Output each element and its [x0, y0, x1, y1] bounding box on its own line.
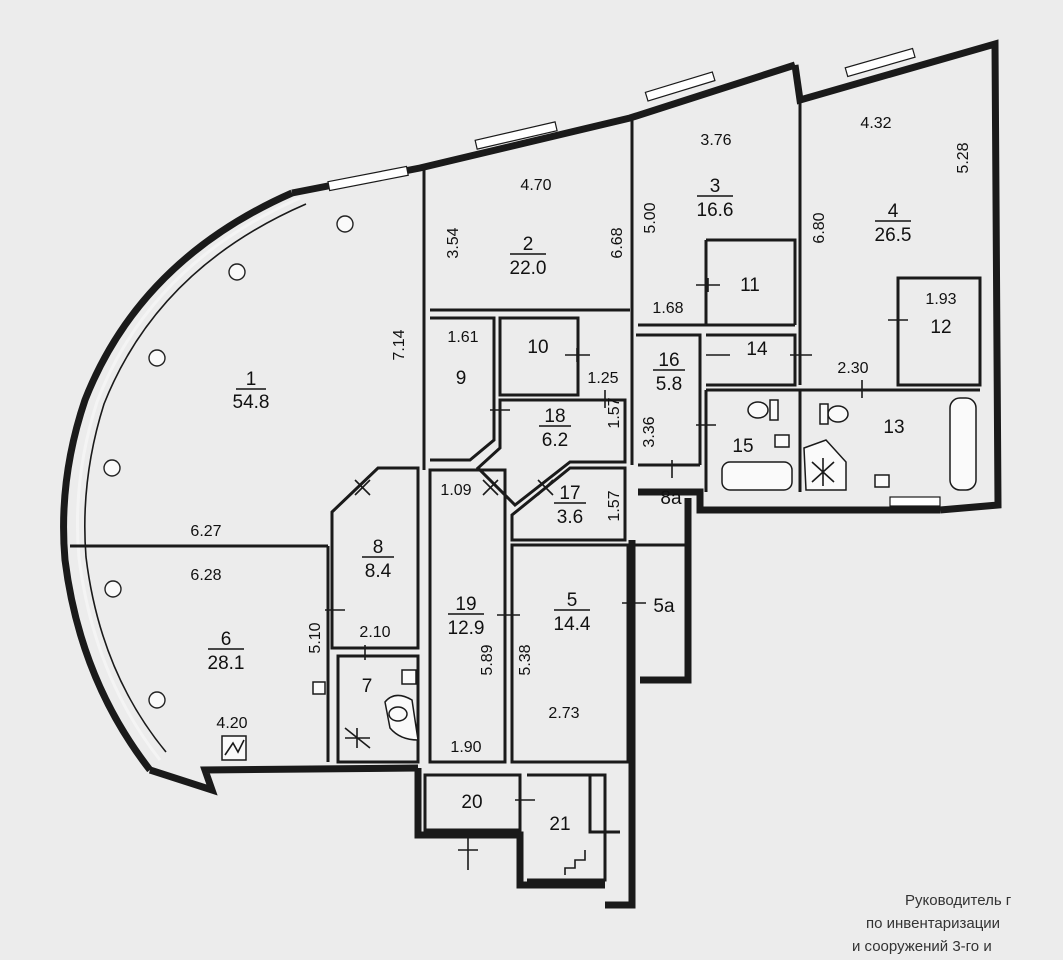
dim-4.32: 4.32	[860, 115, 891, 132]
room-8a-number: 8а	[660, 488, 682, 509]
room-4-area: 26.5	[875, 225, 912, 246]
dim-4.70: 4.70	[520, 177, 551, 194]
dim-1.90: 1.90	[450, 739, 481, 756]
room-19-number: 19	[455, 594, 476, 615]
room-3-area: 16.6	[697, 200, 734, 221]
room-20-number: 20	[461, 792, 482, 813]
columns	[103, 215, 354, 709]
room-1-number: 1	[246, 369, 257, 390]
door-marks	[325, 278, 908, 870]
dim-5.38: 5.38	[517, 644, 534, 675]
room-16-number: 16	[658, 350, 679, 371]
dim-6.80: 6.80	[811, 212, 828, 243]
room-7-number: 7	[362, 676, 373, 697]
signature-caption: Руководитель г по инвентаризации и соору…	[852, 892, 1012, 955]
room-17-number: 17	[559, 483, 580, 504]
dim-3.76: 3.76	[700, 132, 731, 149]
dim-2.10: 2.10	[359, 624, 390, 641]
dim-1.09: 1.09	[440, 482, 471, 499]
caption-line-3: и сооружений 3-го и	[852, 938, 992, 955]
room-14-number: 14	[746, 339, 768, 360]
dim-2.30: 2.30	[837, 360, 868, 377]
room-labels: 1 54.8 2 22.0 3 16.6 4 26.5 5 14.4 5а 6 …	[208, 176, 952, 835]
dim-3.54: 3.54	[445, 227, 462, 258]
room-4-number: 4	[888, 201, 899, 222]
room-15-number: 15	[732, 436, 753, 457]
windows	[327, 47, 941, 507]
room-3-number: 3	[710, 176, 721, 197]
dim-5.10: 5.10	[307, 622, 324, 653]
dim-6.68: 6.68	[609, 227, 626, 258]
room-5-area: 14.4	[554, 614, 591, 635]
room-6-number: 6	[221, 629, 232, 650]
dim-5.28: 5.28	[955, 142, 972, 173]
dim-1.68: 1.68	[652, 300, 683, 317]
room-9-number: 9	[456, 368, 467, 389]
room-2-number: 2	[523, 234, 534, 255]
dim-4.20: 4.20	[216, 715, 247, 732]
dim-5.89: 5.89	[479, 644, 496, 675]
dimension-labels: 4.70 3.54 6.68 3.76 5.00 4.32 6.80 5.28 …	[190, 115, 972, 756]
dim-1.93: 1.93	[925, 291, 956, 308]
dim-1.25: 1.25	[587, 370, 618, 387]
bathroom-fixtures	[221, 397, 977, 875]
room-8-area: 8.4	[365, 561, 392, 582]
dim-1.61: 1.61	[447, 329, 478, 346]
caption-line-2: по инвентаризации	[866, 915, 1000, 932]
dim-7.14: 7.14	[391, 329, 408, 360]
room-1-area: 54.8	[233, 392, 270, 413]
room-16-area: 5.8	[656, 374, 682, 395]
room-18-area: 6.2	[542, 430, 568, 451]
room-13-number: 13	[883, 417, 904, 438]
room-17-area: 3.6	[557, 507, 583, 528]
room-2-area: 22.0	[510, 258, 547, 279]
dim-2.73: 2.73	[548, 705, 579, 722]
room-19-area: 12.9	[448, 618, 485, 639]
room-10-number: 10	[527, 337, 548, 358]
dim-3.36: 3.36	[641, 416, 658, 447]
dim-1.57-b: 1.57	[606, 490, 623, 521]
dim-6.27: 6.27	[190, 523, 221, 540]
room-11-number: 11	[740, 275, 760, 296]
room-8-number: 8	[373, 537, 384, 558]
caption-line-1: Руководитель г	[905, 892, 1012, 909]
room-6-area: 28.1	[208, 653, 245, 674]
dim-5.00: 5.00	[642, 202, 659, 233]
room-18-number: 18	[544, 406, 565, 427]
interior-walls	[70, 100, 982, 882]
room-12-number: 12	[930, 317, 951, 338]
dim-1.57-a: 1.57	[606, 397, 623, 428]
dim-6.28: 6.28	[190, 567, 221, 584]
room-5a-number: 5а	[653, 596, 675, 617]
room-21-number: 21	[549, 814, 570, 835]
room-5-number: 5	[567, 590, 578, 611]
